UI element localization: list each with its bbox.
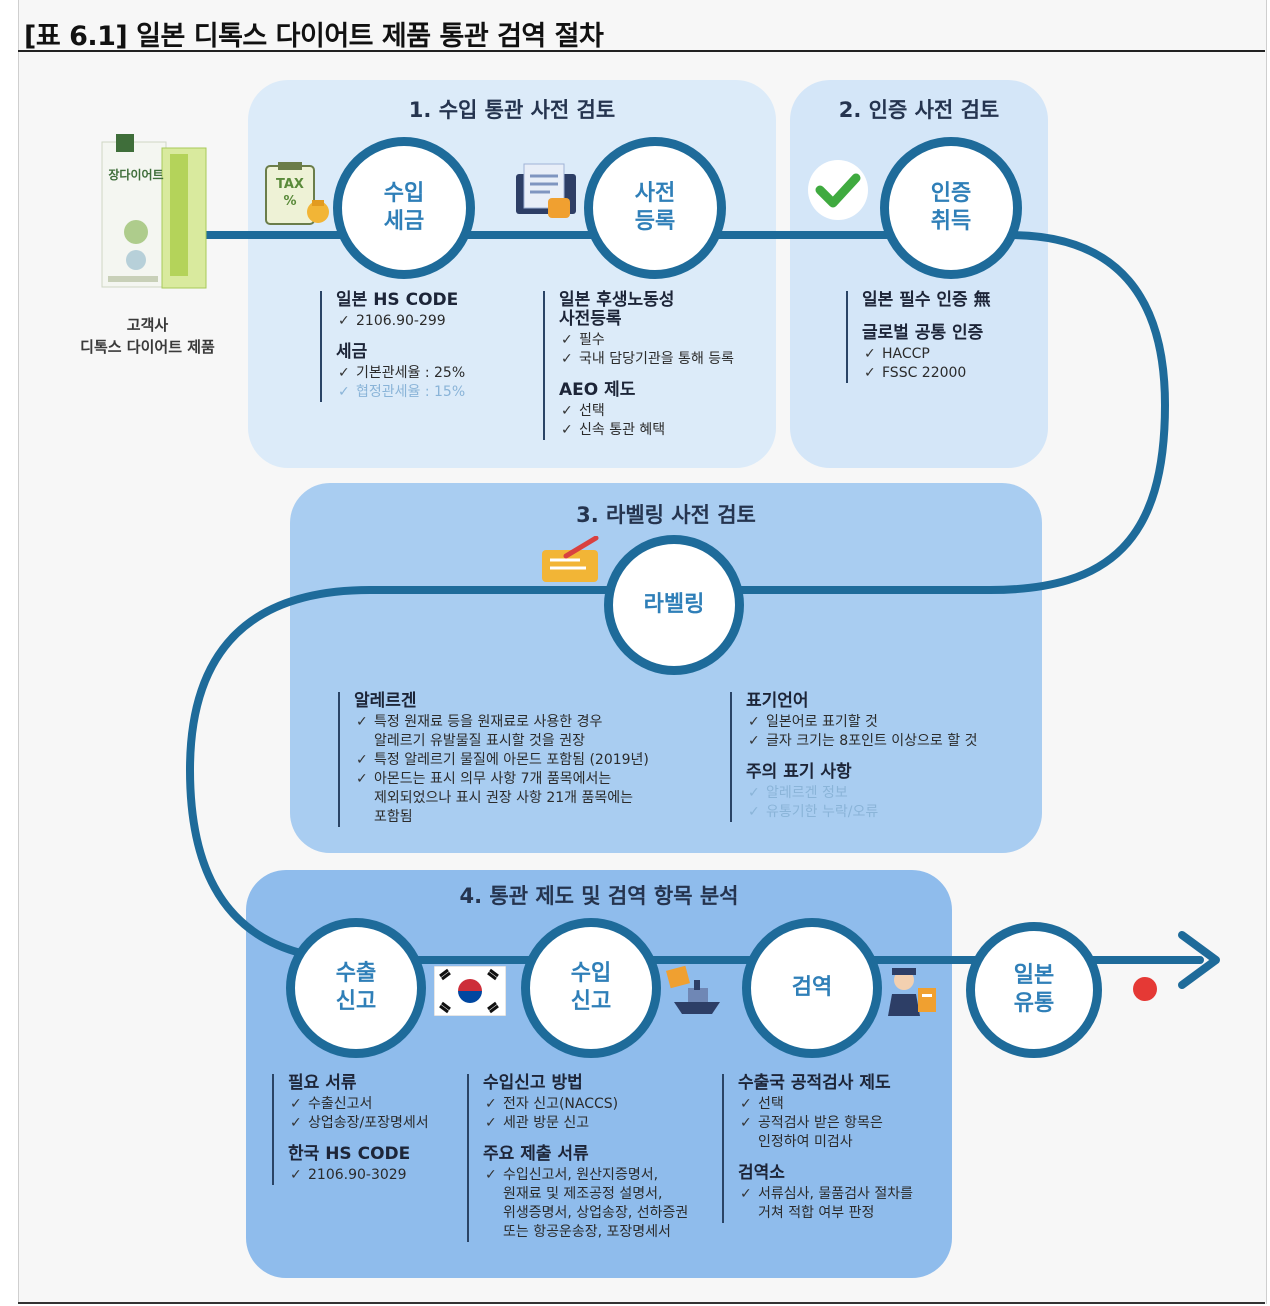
export-declaration-node: 수출 신고: [286, 918, 426, 1058]
caution-item-2: 유통기한 누락/오류: [746, 803, 1036, 822]
quarantine-station-item: 서류심사, 물품검사 절차를 거쳐 적합 여부 판정: [738, 1185, 953, 1223]
quarantine-station-heading: 검역소: [738, 1163, 785, 1183]
main-docs-heading: 주요 제출 서류: [483, 1144, 589, 1164]
panel-customs-analysis-title: 4. 통관 제도 및 검역 항목 분석: [459, 884, 739, 908]
document-registration-icon: [512, 160, 582, 226]
panel-cert-review-title: 2. 인증 사전 검토: [838, 98, 1000, 122]
import-method-block: 수입신고 방법 전자 신고(NACCS) 세관 방문 신고 주요 제출 서류 수…: [467, 1074, 723, 1242]
required-docs-item-2: 상업송장/포장명세서: [288, 1114, 468, 1133]
global-cert-item-2: FSSC 22000: [862, 364, 1042, 383]
tax-icon-text: TAX %: [276, 177, 304, 209]
aeo-item-1: 선택: [559, 402, 774, 421]
panel-import-review-title: 1. 수입 통관 사전 검토: [408, 98, 616, 122]
figure-title: [표 6.1] 일본 디톡스 다이어트 제품 통관 검역 절차: [24, 21, 604, 52]
export-docs-block: 필요 서류 수출신고서 상업송장/포장명세서 한국 HS CODE 2106.9…: [272, 1074, 468, 1185]
allergen-item-2: 특정 알레르기 물질에 아몬드 포함됨 (2019년): [354, 751, 694, 770]
inspection-item-1: 선택: [738, 1095, 953, 1114]
tax-agreement-item: 협정관세율 : 15%: [336, 383, 536, 402]
inspection-item-2: 공적검사 받은 항목은 인정하여 미검사: [738, 1114, 953, 1152]
required-docs-heading: 필요 서류: [288, 1073, 357, 1093]
product-package-icon: 장다이어트: [96, 132, 214, 292]
certification-node: 인증 취득: [880, 137, 1022, 279]
certification-block: 일본 필수 인증 無 글로벌 공통 인증 HACCP FSSC 22000: [846, 291, 1042, 383]
label-language-heading: 표기언어: [746, 691, 809, 711]
inspection-heading: 수출국 공적검사 제도: [738, 1073, 891, 1093]
import-method-item-2: 세관 방문 신고: [483, 1114, 723, 1133]
korea-flag-icon: [433, 965, 507, 1017]
main-docs-item: 수입신고서, 원산지증명서, 원재료 및 제조공정 설명서, 위생증명서, 상업…: [483, 1166, 723, 1242]
label-language-item-2: 글자 크기는 8포인트 이상으로 할 것: [746, 732, 1036, 751]
global-cert-heading: 글로벌 공통 인증: [862, 323, 984, 343]
allergen-item-3: 아몬드는 표시 의무 사항 7개 품목에서는 제외되었으나 표시 권장 사항 2…: [354, 770, 694, 827]
labeling-node: 라벨링: [604, 535, 744, 675]
registration-item-1: 필수: [559, 331, 774, 350]
import-declaration-node: 수입 신고: [521, 918, 661, 1058]
required-docs-item-1: 수출신고서: [288, 1095, 468, 1114]
allergen-block: 알레르겐 특정 원재료 등을 원재료로 사용한 경우 알레르기 유발물질 표시할…: [338, 692, 694, 827]
tax-basic-item: 기본관세율 : 25%: [336, 364, 536, 383]
global-cert-item-1: HACCP: [862, 345, 1042, 364]
arrow-head-icon: [1178, 931, 1220, 989]
import-method-item-1: 전자 신고(NACCS): [483, 1095, 723, 1114]
required-cert-heading: 일본 필수 인증 無: [862, 290, 991, 310]
aeo-heading: AEO 제도: [559, 380, 636, 400]
import-tax-node: 수입 세금: [333, 137, 475, 279]
hs-tax-block: 일본 HS CODE 2106.90-299 세금 기본관세율 : 25% 협정…: [320, 291, 536, 402]
cargo-ship-icon: [664, 964, 724, 1020]
japan-distribution-node: 일본 유통: [966, 922, 1102, 1058]
quarantine-node: 검역: [742, 918, 882, 1058]
checkmark-icon: [806, 158, 870, 222]
import-method-heading: 수입신고 방법: [483, 1073, 583, 1093]
panel-cert-review: 2. 인증 사전 검토: [790, 80, 1048, 468]
aeo-item-2: 신속 통관 혜택: [559, 421, 774, 440]
caution-item-1: 알레르겐 정보: [746, 784, 1036, 803]
inspection-block: 수출국 공적검사 제도 선택 공적검사 받은 항목은 인정하여 미검사 검역소 …: [722, 1074, 953, 1223]
registration-heading: 일본 후생노동성 사전등록: [559, 290, 675, 329]
tax-clipboard-icon: TAX %: [262, 160, 332, 230]
allergen-item-1: 특정 원재료 등을 원재료로 사용한 경우 알레르기 유발물질 표시할 것을 권…: [354, 713, 694, 751]
product-label-line1: 고객사: [126, 316, 169, 334]
caution-heading: 주의 표기 사항: [746, 762, 852, 782]
allergen-heading: 알레르겐: [354, 691, 417, 711]
product-package-text: 장다이어트: [108, 168, 164, 182]
registration-item-2: 국내 담당기관을 통해 등록: [559, 350, 774, 369]
registration-aeo-block: 일본 후생노동성 사전등록 필수 국내 담당기관을 통해 등록 AEO 제도 선…: [543, 291, 774, 440]
hs-code-item: 2106.90-299: [336, 312, 536, 331]
label-tag-icon: [536, 535, 604, 586]
label-language-item-1: 일본어로 표기할 것: [746, 713, 1036, 732]
bottom-rule: [18, 1302, 1265, 1304]
inspector-icon: [884, 964, 942, 1020]
red-dot-icon: [1132, 976, 1158, 1002]
panel-label-review-title: 3. 라벨링 사전 검토: [576, 503, 756, 527]
korea-hs-heading: 한국 HS CODE: [288, 1144, 411, 1164]
hs-code-heading: 일본 HS CODE: [336, 290, 459, 310]
label-language-block: 표기언어 일본어로 표기할 것 글자 크기는 8포인트 이상으로 할 것 주의 …: [730, 692, 1036, 822]
tax-heading: 세금: [336, 342, 368, 362]
product-label-line2: 디톡스 다이어트 제품: [80, 338, 215, 356]
title-rule: [18, 50, 1265, 52]
product-label: 고객사 디톡스 다이어트 제품: [60, 314, 235, 358]
korea-hs-item: 2106.90-3029: [288, 1166, 468, 1185]
pre-registration-node: 사전 등록: [584, 137, 726, 279]
